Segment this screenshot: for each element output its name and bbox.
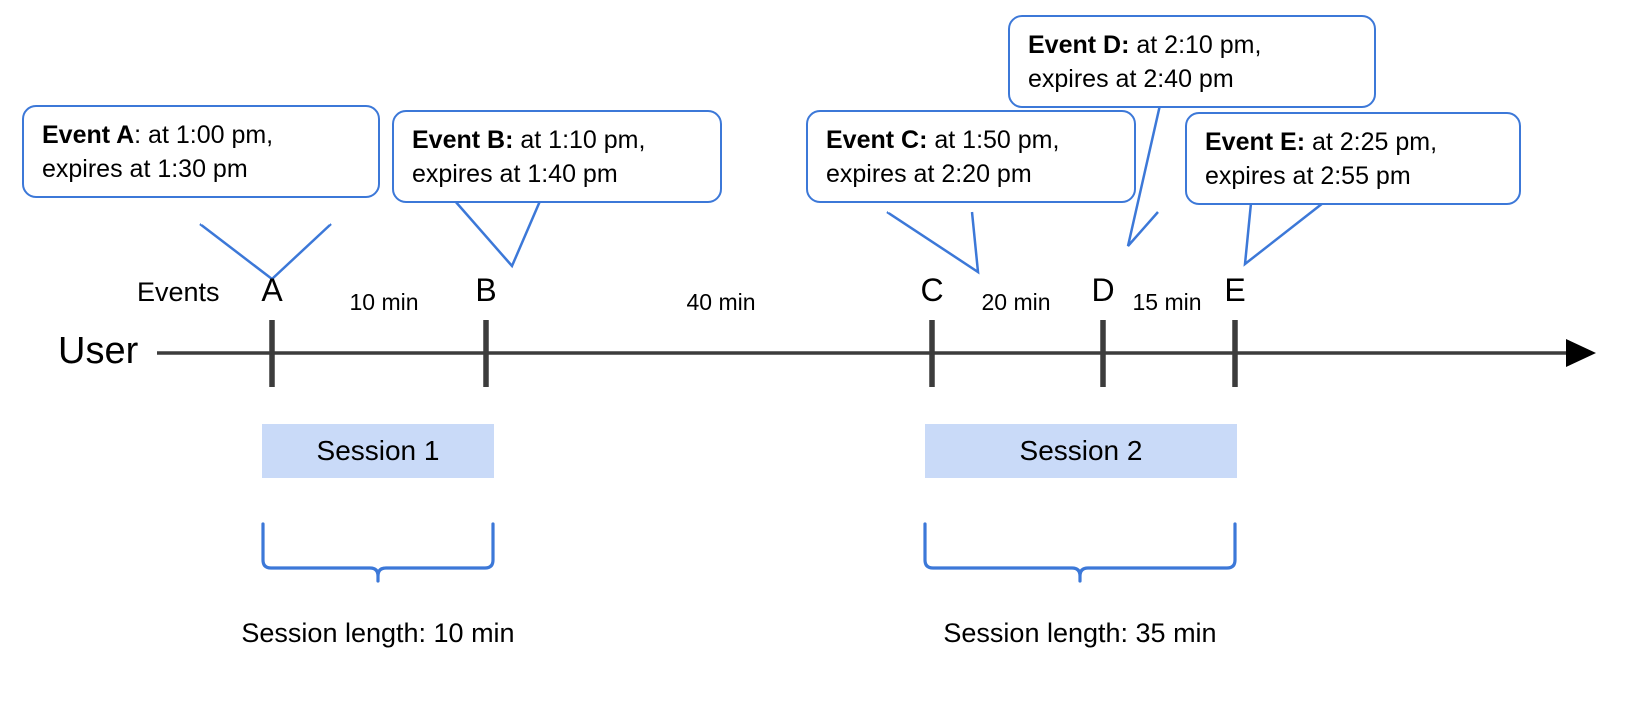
callout-event-e[interactable]: Event E: at 2:25 pm, expires at 2:55 pm xyxy=(1185,112,1521,205)
tick-label-d: D xyxy=(1091,272,1115,308)
callout-event-label: Event E xyxy=(1205,128,1297,156)
callout-line-1-rest: at 1:00 pm, xyxy=(141,121,274,149)
callout-line-1: Event C: at 1:50 pm, xyxy=(826,126,1059,154)
callout-event-label: Event D xyxy=(1028,31,1122,59)
session-brace-2 xyxy=(923,522,1237,583)
tick-label-a: A xyxy=(261,272,283,308)
callout-line-2: expires at 2:55 pm xyxy=(1205,161,1411,190)
timeline-axis xyxy=(157,339,1596,367)
gap-label-d-e: 15 min xyxy=(1132,289,1202,315)
callout-tail-e xyxy=(1243,202,1324,267)
tick-label-e: E xyxy=(1224,272,1246,308)
callout-event-b[interactable]: Event B: at 1:10 pm, expires at 1:40 pm xyxy=(392,110,722,203)
session-box-1[interactable]: Session 1 xyxy=(262,424,494,478)
session-length-caption-2: Session length: 35 min xyxy=(943,618,1217,648)
events-row-label: Events xyxy=(137,277,220,307)
callout-line-1-rest: at 2:25 pm, xyxy=(1305,128,1438,156)
callout-separator: : xyxy=(1121,31,1130,59)
callout-event-d[interactable]: Event D: at 2:10 pm, expires at 2:40 pm xyxy=(1008,15,1376,108)
callout-line-1: Event B: at 1:10 pm, xyxy=(412,126,645,154)
session-brace-1 xyxy=(261,522,495,583)
callout-event-label: Event A xyxy=(42,121,135,149)
gap-label-a-b: 10 min xyxy=(349,289,419,315)
callout-event-label: Event B xyxy=(412,126,506,154)
callout-tail-a xyxy=(199,223,332,281)
callout-tail-c xyxy=(886,210,980,275)
callout-line-1: Event D: at 2:10 pm, xyxy=(1028,31,1261,59)
gap-label-c-d: 20 min xyxy=(981,289,1051,315)
tick-label-b: B xyxy=(475,272,497,308)
axis-arrowhead xyxy=(1566,339,1596,367)
callout-separator: : xyxy=(919,126,928,154)
callout-event-label: Event C xyxy=(826,126,920,154)
callout-line-2: expires at 1:30 pm xyxy=(42,154,248,183)
callout-line-2: expires at 2:20 pm xyxy=(826,159,1032,188)
callout-line-1-rest: at 1:10 pm, xyxy=(513,126,646,154)
callout-tail-b xyxy=(454,200,542,269)
callout-line-1: Event E: at 2:25 pm, xyxy=(1205,128,1437,156)
callout-line-1-rest: at 1:50 pm, xyxy=(927,126,1060,154)
session-length-caption-1: Session length: 10 min xyxy=(241,618,515,648)
callout-line-2: expires at 2:40 pm xyxy=(1028,64,1234,93)
callout-line-2: expires at 1:40 pm xyxy=(412,159,618,188)
axis-ticks xyxy=(269,320,1238,387)
tick-label-c: C xyxy=(920,272,944,308)
axis-row-title: User xyxy=(58,330,139,372)
callout-event-a[interactable]: Event A: at 1:00 pm, expires at 1:30 pm xyxy=(22,105,380,198)
callout-separator: : xyxy=(505,126,514,154)
callout-line-1: Event A: at 1:00 pm, xyxy=(42,121,273,149)
callout-event-c[interactable]: Event C: at 1:50 pm, expires at 2:20 pm xyxy=(806,110,1136,203)
session-box-2[interactable]: Session 2 xyxy=(925,424,1237,478)
callout-separator: : xyxy=(1296,128,1306,156)
session-braces xyxy=(261,522,1237,583)
session-box-label: Session 1 xyxy=(316,435,440,466)
gap-label-b-c: 40 min xyxy=(686,289,756,315)
callout-separator: : xyxy=(134,121,142,149)
callout-line-1-rest: at 2:10 pm, xyxy=(1129,31,1262,59)
session-box-label: Session 2 xyxy=(1019,435,1143,466)
